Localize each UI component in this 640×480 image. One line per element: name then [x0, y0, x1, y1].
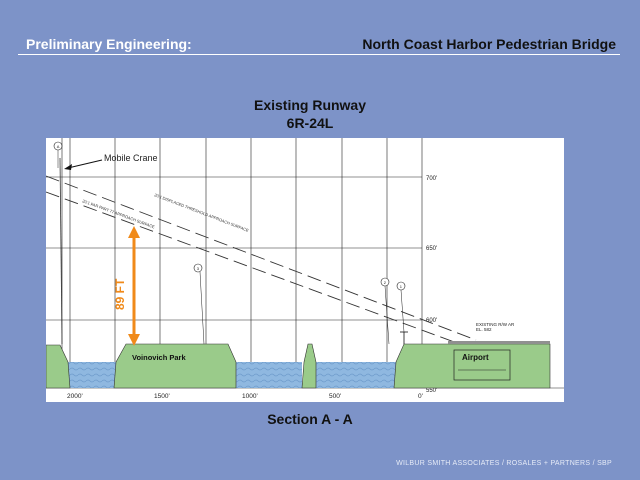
- footer-credits: WILBUR SMITH ASSOCIATES / ROSALES + PART…: [396, 460, 612, 467]
- drawing-title-line1: Existing Runway: [253, 97, 367, 113]
- displaced-threshold-surface: [46, 175, 477, 341]
- station-label-0: 0': [418, 393, 423, 400]
- bubble-a-marker: A: [53, 141, 63, 168]
- drawing-title-line2: 6R-24L: [286, 115, 334, 131]
- mobile-crane-label: Mobile Crane: [104, 153, 158, 163]
- header-rule: [18, 54, 620, 55]
- ground-profile: [46, 343, 551, 389]
- bubble-2-marker: 2: [380, 277, 390, 345]
- airport-box: [453, 349, 511, 381]
- station-label-1000: 1000': [242, 393, 258, 400]
- station-label-1500: 1500': [154, 393, 170, 400]
- park-label: Voinovich Park: [132, 353, 186, 362]
- far77-surface: [46, 191, 477, 351]
- svg-text:2: 2: [384, 280, 387, 285]
- crane-arrow-icon: [64, 159, 103, 170]
- elevation-label-650: 650': [426, 246, 437, 252]
- svg-text:3: 3: [197, 266, 200, 271]
- elevation-label-550: 550': [426, 388, 437, 394]
- drawing-title: Existing Runway 6R-24L: [200, 96, 420, 132]
- svg-text:A: A: [57, 144, 60, 149]
- clearance-label: 89 FT: [113, 278, 127, 310]
- elevation-note-line2: EL. 582: [476, 327, 492, 332]
- mobile-crane-mast: [59, 157, 63, 345]
- section-drawing: 700' 650' 600' 550' 20:1 DISPLACED THRES…: [46, 138, 564, 402]
- elevation-label-700: 700': [426, 176, 437, 182]
- airport-label: Airport: [462, 353, 489, 362]
- header-right-title: North Coast Harbor Pedestrian Bridge: [362, 36, 616, 52]
- bubble-3-marker: 3: [193, 263, 205, 345]
- runway-surface: [448, 341, 550, 344]
- svg-text:1: 1: [400, 284, 403, 289]
- section-label: Section A - A: [267, 411, 353, 427]
- elevation-note-line1: EXISTING R/W AR: [476, 322, 515, 327]
- header-left-title: Preliminary Engineering:: [26, 36, 192, 52]
- bubble-1-marker: 1: [396, 281, 406, 333]
- elevation-label-600: 600': [426, 318, 437, 324]
- station-label-500: 500': [329, 393, 341, 400]
- station-label-2000: 2000': [67, 393, 83, 400]
- clearance-arrow-icon: [128, 226, 140, 346]
- harbor-water: [66, 362, 396, 388]
